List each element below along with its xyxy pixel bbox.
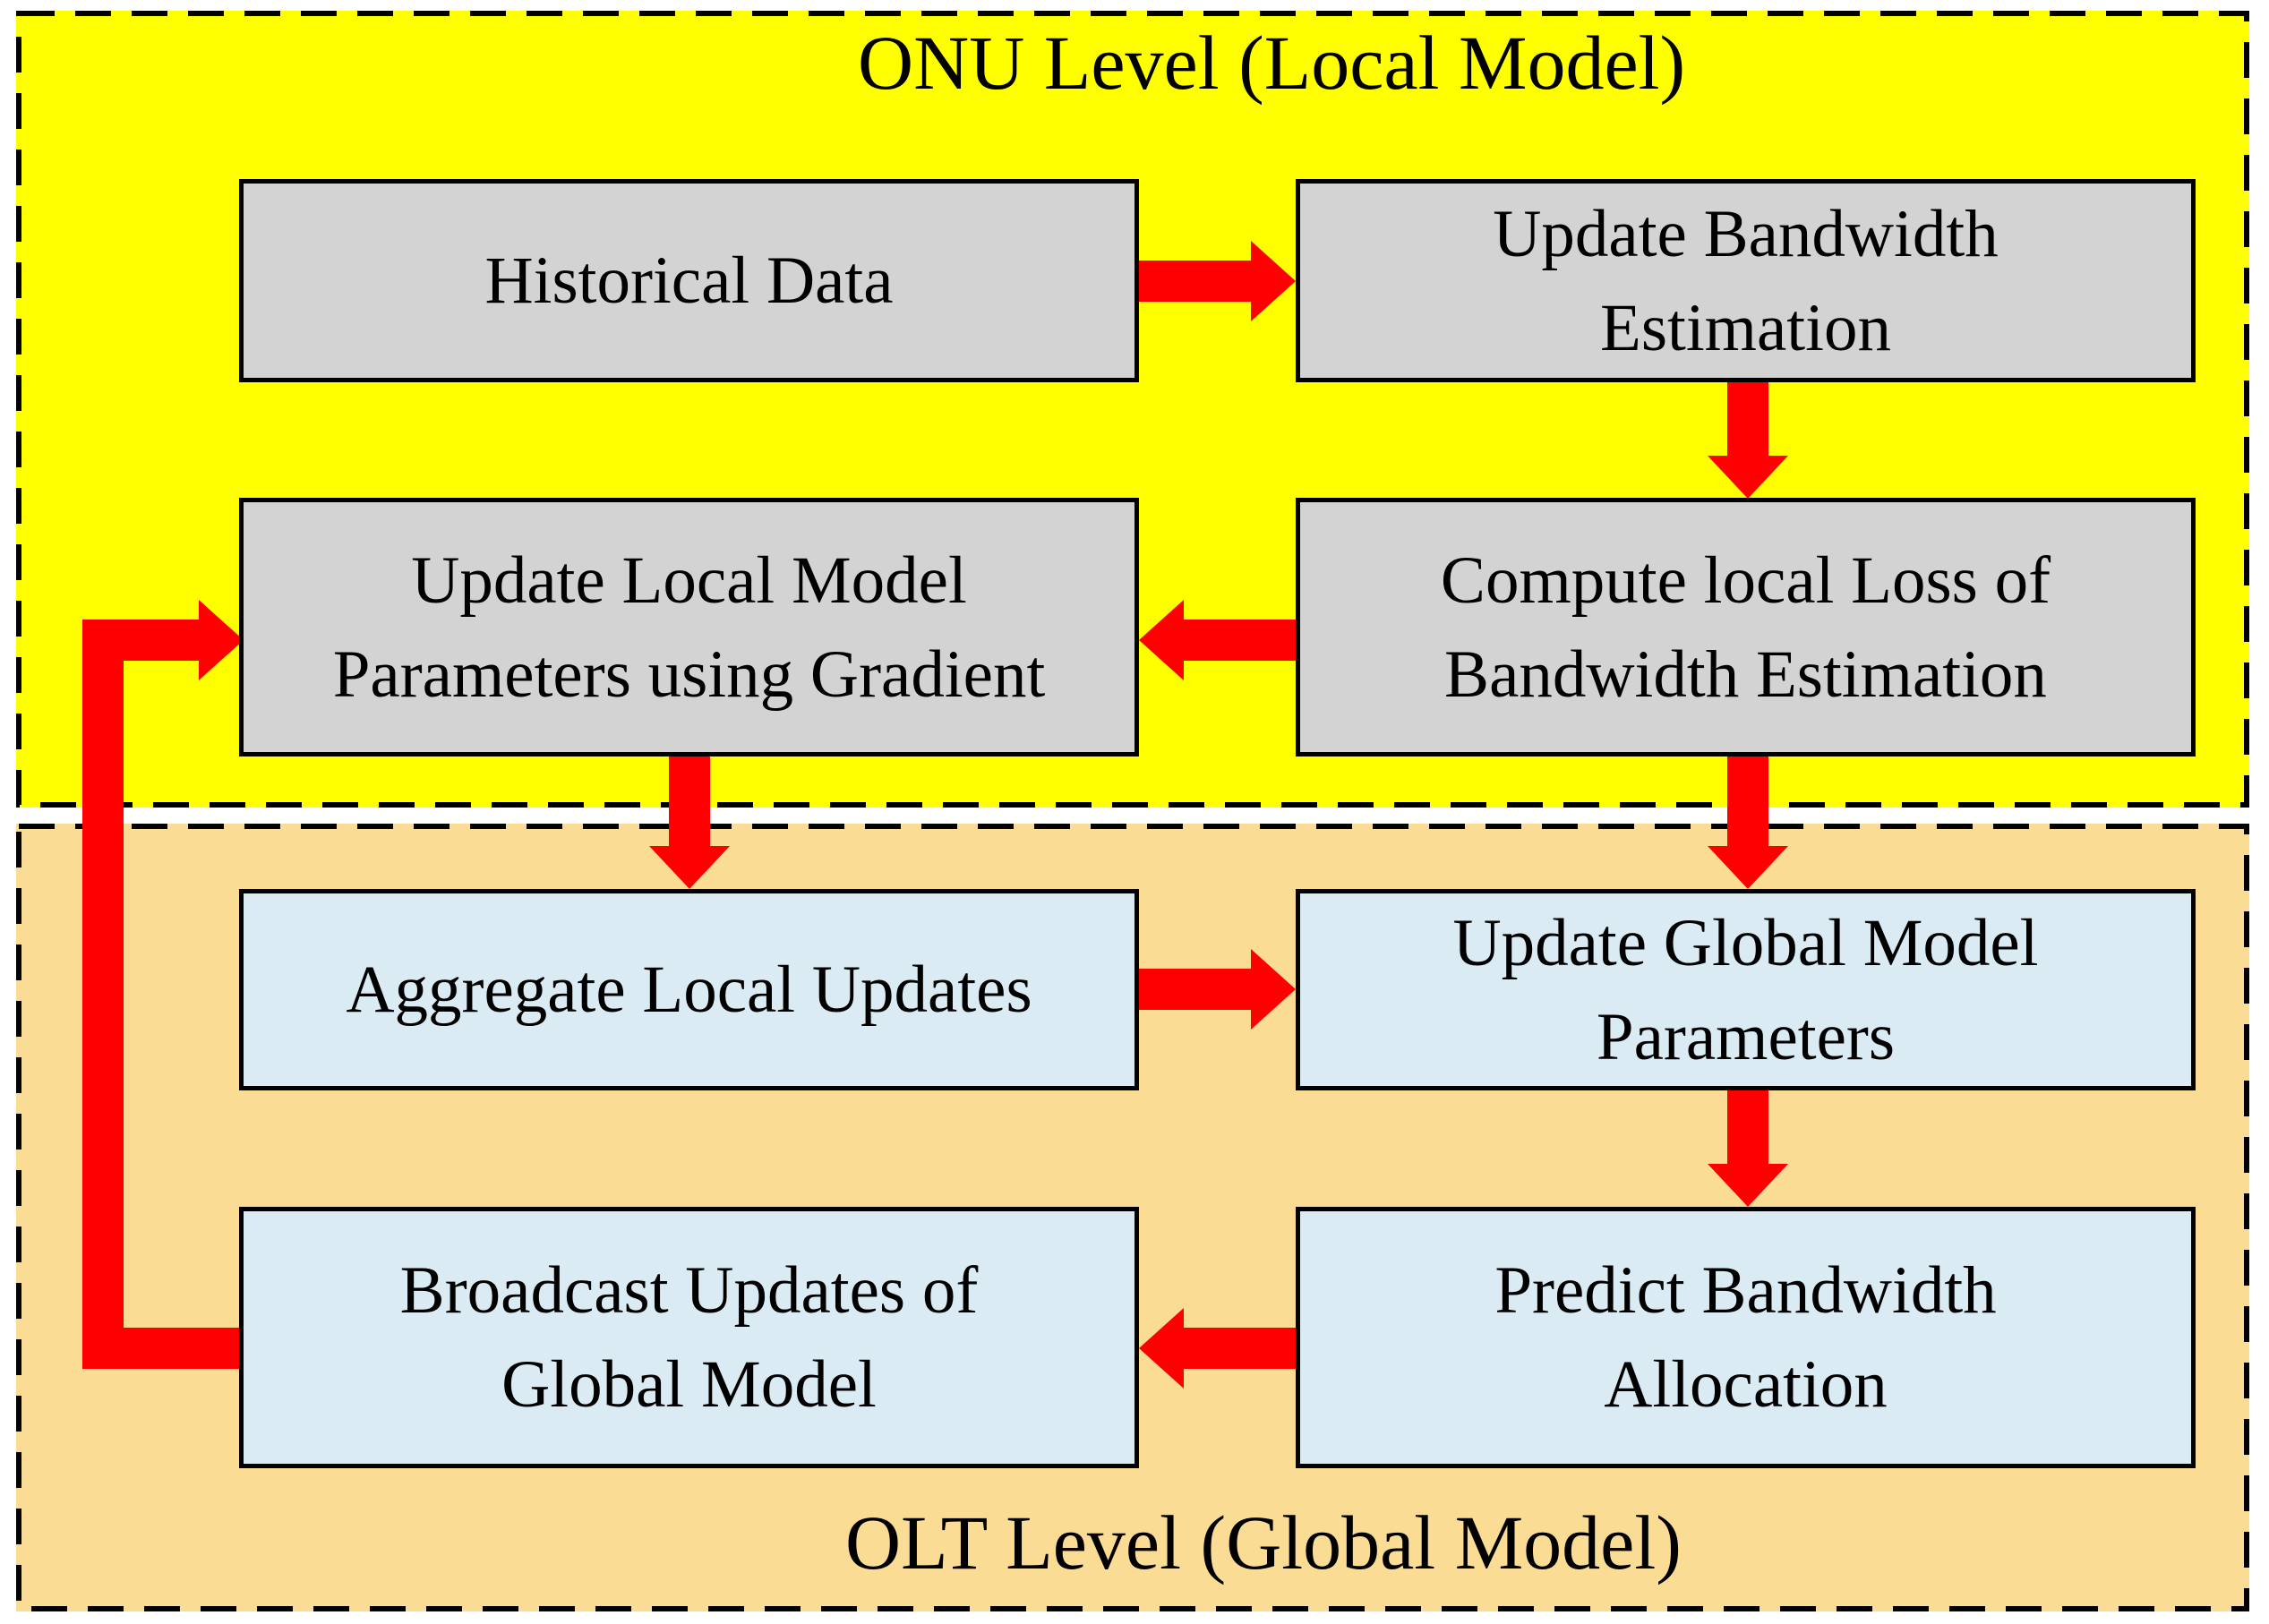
node-compute-local-loss: Compute local Loss of Bandwidth Estimati… — [1296, 498, 2196, 756]
node-label: Broadcast Updates of Global Model — [399, 1253, 979, 1422]
olt-region-title: OLT Level (Global Model) — [845, 1500, 1682, 1586]
onu-region-title: ONU Level (Local Model) — [858, 20, 1686, 106]
arrow-shaft — [1727, 382, 1768, 457]
olt-dashed-border — [16, 824, 2249, 1611]
arrow-shaft — [1139, 969, 1253, 1010]
arrow-head-left-icon — [1139, 600, 1184, 680]
arrow-shaft — [669, 756, 710, 848]
arrow-head-right-icon — [1251, 949, 1296, 1030]
node-label: Update Bandwidth Estimation — [1493, 196, 1999, 365]
node-label: Historical Data — [484, 244, 894, 318]
node-label: Compute local Loss of Bandwidth Estimati… — [1440, 543, 2051, 712]
node-update-bandwidth-estimation: Update Bandwidth Estimation — [1296, 179, 2196, 382]
arrow-head-right-icon — [199, 600, 244, 680]
node-label: Aggregate Local Updates — [346, 953, 1032, 1027]
node-aggregate-local-updates: Aggregate Local Updates — [239, 889, 1139, 1090]
node-label: Update Local Model Parameters using Grad… — [332, 543, 1046, 712]
arrow-head-down-icon — [649, 846, 730, 889]
arrow-shaft — [1182, 1328, 1296, 1369]
node-update-global-model-parameters: Update Global Model Parameters — [1296, 889, 2196, 1090]
arrow-head-down-icon — [1708, 456, 1788, 499]
node-predict-bandwidth-allocation: Predict Bandwidth Allocation — [1296, 1207, 2196, 1468]
arrow-head-left-icon — [1139, 1308, 1184, 1389]
arrow-head-down-icon — [1708, 846, 1788, 889]
onu-dashed-border — [16, 11, 2249, 808]
arrow-feedback-top-segment — [82, 620, 199, 661]
arrow-head-down-icon — [1708, 1164, 1788, 1207]
arrow-shaft — [1727, 1090, 1768, 1166]
arrow-head-right-icon — [1251, 241, 1296, 321]
arrow-shaft — [1182, 620, 1296, 661]
arrow-shaft — [1139, 261, 1253, 302]
node-update-local-model-parameters: Update Local Model Parameters using Grad… — [239, 498, 1139, 756]
node-historical-data: Historical Data — [239, 179, 1139, 382]
node-broadcast-updates: Broadcast Updates of Global Model — [239, 1207, 1139, 1468]
arrow-feedback-vertical-segment — [82, 620, 124, 1369]
node-label: Predict Bandwidth Allocation — [1494, 1253, 1997, 1422]
arrow-shaft — [1727, 756, 1768, 848]
node-label: Update Global Model Parameters — [1452, 905, 2039, 1074]
